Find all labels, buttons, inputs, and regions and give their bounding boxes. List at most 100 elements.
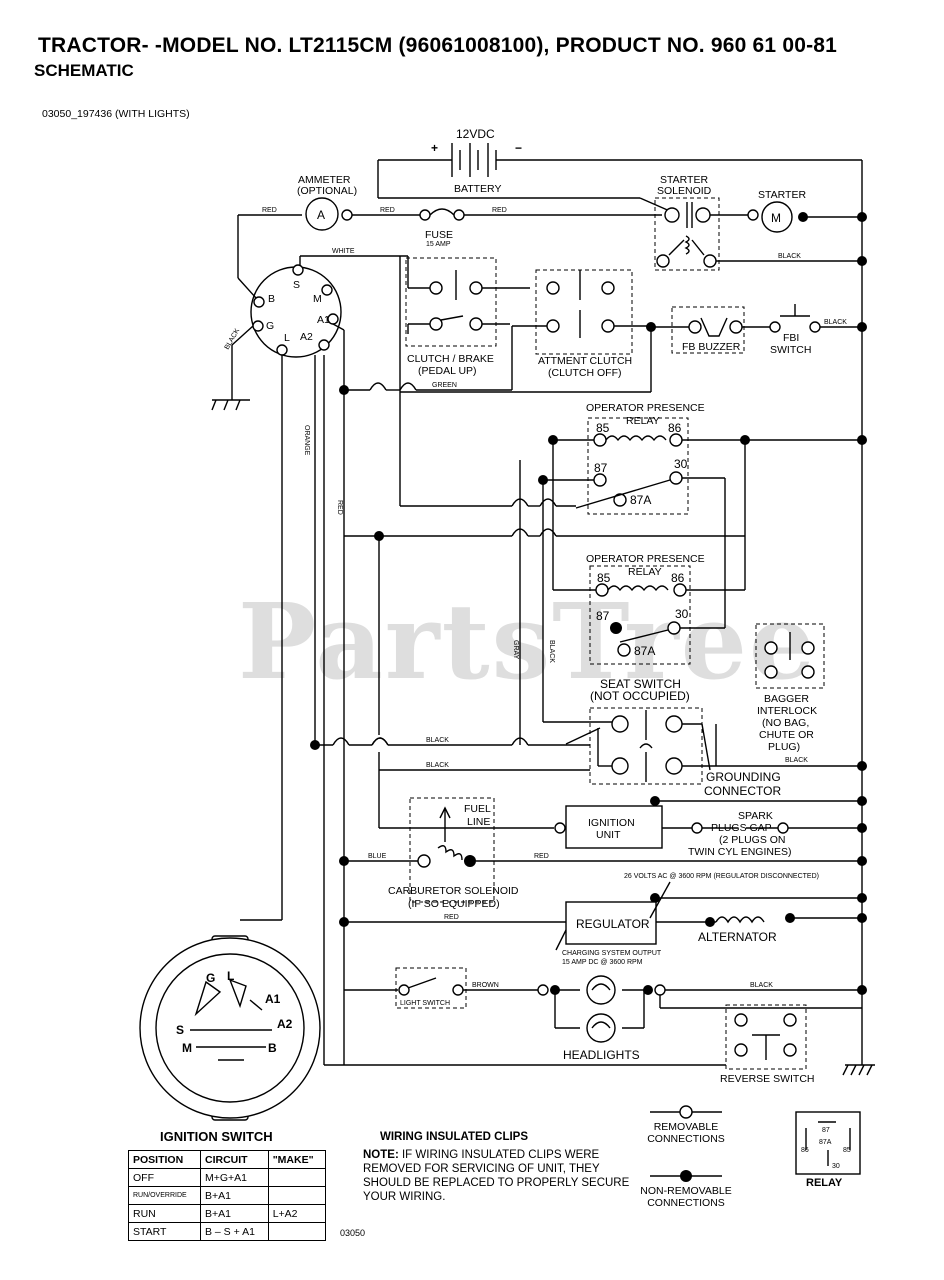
starter-solenoid-label2: SOLENOID (657, 185, 712, 197)
table-row: START B – S + A1 (128, 1222, 327, 1241)
clutch-brake-switch: CLUTCH / BRAKE (PEDAL UP) (405, 257, 530, 377)
wire-black-label: BLACK (426, 737, 449, 744)
fbi-switch-label: SWITCH (770, 344, 811, 356)
reverse-switch: REVERSE SWITCH (720, 1004, 815, 1085)
bagger-label5: PLUG) (768, 741, 800, 753)
fuel-label: FUEL (464, 803, 491, 815)
seat-switch: SEAT SWITCH (NOT OCCUPIED) (565, 677, 711, 785)
fuse-label: FUSE (425, 229, 453, 241)
bus-junctions (857, 212, 867, 995)
ammeter-optional: (OPTIONAL) (297, 185, 357, 197)
spark-gap-label: PLUGS GAP (711, 822, 772, 834)
relay1-86: 86 (668, 421, 682, 435)
icon-a1: A1 (265, 992, 281, 1006)
page-subtitle: SCHEMATIC (34, 61, 134, 80)
term-a2: A2 (300, 331, 313, 343)
clutch-brake-label: CLUTCH / BRAKE (407, 353, 494, 365)
fuse-rating: 15 AMP (426, 241, 451, 248)
light-switch-label: LIGHT SWITCH (400, 1000, 450, 1007)
wire-orange-label: ORANGE (303, 425, 310, 456)
starter-symbol: M (771, 211, 781, 225)
wire-red-label: RED (492, 207, 507, 214)
light-switch: LIGHT SWITCH (395, 967, 467, 1009)
table-cell: RUN (128, 1204, 201, 1223)
document-code: 03050 (340, 1228, 366, 1238)
icon-b: B (268, 1041, 277, 1055)
relay2-85: 85 (597, 571, 611, 585)
ignition-switch-table: POSITION CIRCUIT "MAKE" OFF M+G+A1 RUN/O… (128, 1150, 327, 1241)
spark-label3: (2 PLUGS ON (719, 834, 786, 846)
wire-red-label: RED (534, 853, 549, 860)
clips-note: NOTE: IF WIRING INSULATED CLIPS WERE REM… (363, 1148, 633, 1204)
relay2-87a: 87A (634, 644, 655, 658)
attachment-clutch-switch: ATTMENT CLUTCH (CLUTCH OFF) (512, 269, 651, 379)
wire-black-label: BLACK (750, 982, 773, 989)
icon-l: L (227, 969, 234, 983)
ammeter-symbol: A (317, 208, 325, 222)
bagger-label: BAGGER (764, 693, 809, 705)
wire-black-label: BLACK (785, 757, 808, 764)
clips-note-label: NOTE: (363, 1149, 399, 1161)
relay2-86: 86 (671, 571, 685, 585)
table-row: RUN/OVERRIDE B+A1 (128, 1186, 327, 1205)
wire-blue-label: BLUE (368, 853, 387, 860)
relay-legend-87: 87 (822, 1127, 830, 1134)
term-b: B (268, 293, 275, 305)
bagger-label3: (NO BAG, (762, 717, 809, 729)
regulator-output-value: 15 AMP DC @ 3600 RPM (562, 959, 643, 966)
starter-solenoid: STARTER SOLENOID (654, 174, 720, 271)
fb-buzzer: FB BUZZER (671, 306, 745, 354)
battery-voltage: 12VDC (456, 127, 495, 141)
relay1-87a: 87A (630, 493, 651, 507)
icon-s: S (176, 1023, 184, 1037)
carb-sub: (IF SO EQUIPPED) (408, 898, 500, 910)
relay-legend-86: 86 (801, 1147, 809, 1154)
battery-minus: − (515, 141, 522, 155)
icon-m: M (182, 1041, 192, 1055)
relay-legend-85: 85 (843, 1147, 851, 1154)
relay2-30: 30 (675, 607, 689, 621)
seat-switch-label: SEAT SWITCH (600, 677, 681, 691)
regulator: REGULATOR CHARGING SYSTEM OUTPUT 15 AMP … (555, 881, 671, 966)
alternator-label: ALTERNATOR (698, 930, 777, 944)
fbi-switch: FBI SWITCH BLACK (769, 304, 862, 356)
fuel-line-label: LINE (467, 816, 490, 828)
wire-brown-label: BROWN (472, 982, 499, 989)
table-header: POSITION (128, 1150, 201, 1169)
ammeter: A AMMETER (OPTIONAL) RED RED RED (238, 174, 507, 231)
alternator: ALTERNATOR (698, 913, 795, 944)
wire-green-label: GREEN (432, 382, 457, 389)
table-header: CIRCUIT (200, 1150, 269, 1169)
page-title: TRACTOR- -MODEL NO. LT2115CM (9606100810… (38, 34, 838, 57)
regulator-output-note: CHARGING SYSTEM OUTPUT (562, 950, 662, 957)
table-cell: RUN/OVERRIDE (128, 1186, 201, 1205)
table-cell (267, 1168, 327, 1187)
operator-presence-relay-2: OPERATOR PRESENCE RELAY 85 86 87 30 87A (586, 553, 705, 665)
clutch-brake-sub: (PEDAL UP) (418, 365, 477, 377)
fb-buzzer-label: FB BUZZER (682, 341, 741, 353)
ground-symbol (842, 1064, 875, 1076)
relay2-relay-label: RELAY (628, 566, 662, 578)
clips-title: WIRING INSULATED CLIPS (380, 1131, 529, 1143)
wire-gray-label: GRAY (512, 640, 519, 660)
grounding-label: GROUNDING (706, 770, 781, 784)
fbi-label: FBI (783, 332, 799, 344)
icon-a2: A2 (277, 1017, 293, 1031)
bagger-label4: CHUTE OR (759, 729, 814, 741)
reverse-switch-label: REVERSE SWITCH (720, 1073, 815, 1085)
ignition-unit-label: IGNITION (588, 817, 635, 829)
wire-red-label: RED (262, 207, 277, 214)
ignition-switch-schematic: S M B G A1 A2 L (250, 264, 342, 358)
ignition-switch-icon: G L A1 A2 S M B (139, 935, 321, 1121)
table-header-row: POSITION CIRCUIT "MAKE" (128, 1150, 327, 1169)
term-l: L (284, 332, 290, 344)
term-s: S (293, 279, 300, 291)
watermark: PartsTree (238, 580, 818, 703)
regulator-label: REGULATOR (576, 917, 650, 931)
relay-legend-87a: 87A (819, 1139, 832, 1146)
spark-label: SPARK (738, 810, 773, 822)
table-cell (267, 1222, 327, 1241)
headlights: HEADLIGHTS (554, 975, 650, 1062)
term-g: G (266, 320, 274, 332)
